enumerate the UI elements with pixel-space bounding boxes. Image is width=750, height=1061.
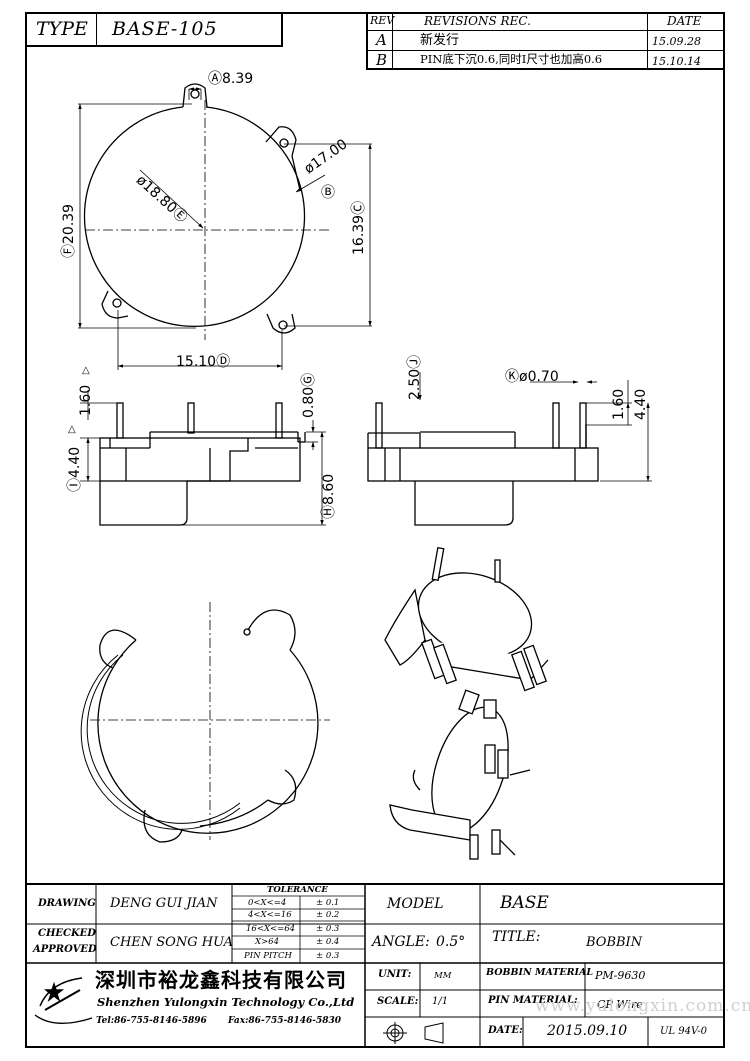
company-logo	[34, 977, 93, 1024]
model-label: MODEL	[387, 896, 444, 912]
tol-value-3: ± 0.4	[316, 937, 340, 947]
rev-a-date: 15.09.28	[652, 35, 701, 48]
bobbin-material-value: PM-9630	[595, 969, 646, 982]
tolerance-title: TOLERANCE	[267, 885, 328, 895]
rev-a-desc: 新发行	[420, 33, 460, 48]
dim-f-label: Ⓕ20.39	[61, 203, 77, 258]
dim-a-label: Ⓐ8.39	[208, 71, 254, 87]
dim-j-label: 2.50Ⓙ	[407, 354, 423, 400]
type-value: BASE-105	[112, 18, 218, 40]
company-tel: Tel:86-755-8146-5896	[96, 1016, 207, 1026]
front-view-right	[367, 402, 599, 526]
checked-name: CHEN SONG HUA	[110, 935, 234, 950]
tol-range-0: 0<X<=4	[248, 898, 287, 908]
bottom-view-centerlines	[90, 602, 330, 840]
dim-k-label: Ⓚø0.70	[505, 369, 559, 385]
projection-symbol	[383, 1022, 444, 1044]
front-view-left-dims	[80, 390, 326, 526]
dim-h-label: Ⓗ8.60	[321, 473, 337, 519]
rev-b-letter: B	[376, 51, 388, 69]
tol-value-1: ± 0.2	[316, 910, 340, 920]
tol-range-4: PIN PITCH	[244, 951, 292, 961]
title-label: TITLE:	[492, 929, 541, 945]
front-view-right-dims	[418, 372, 652, 482]
type-label: TYPE	[36, 18, 88, 40]
rev-b-date: 15.10.14	[652, 55, 701, 68]
dim-1-60-left-label: 1.60	[78, 384, 94, 416]
bobbin-material-label: BOBBIN MATERIAL	[486, 967, 594, 978]
checked-label: CHECKED	[38, 928, 96, 939]
company-name-en: Shenzhen Yulongxin Technology Co.,Ltd	[97, 995, 355, 1009]
title-block-lines	[25, 883, 725, 1048]
dim-d-label: 15.10Ⓓ	[176, 354, 231, 370]
tol-value-2: ± 0.3	[316, 924, 340, 934]
date-header: DATE	[667, 14, 702, 28]
tol-range-3: X>64	[255, 937, 279, 947]
revisions-header: REVISIONS REC.	[424, 14, 531, 28]
tol-range-1: 4<X<=16	[248, 910, 292, 920]
rev-header: REV	[370, 14, 395, 27]
top-view	[83, 83, 306, 334]
tol-value-4: ± 0.3	[316, 951, 340, 961]
company-name-cn: 深圳市裕龙鑫科技有限公司	[95, 968, 347, 992]
pin-material-value: CP Wire	[597, 998, 643, 1011]
approved-label: APPROVED	[33, 944, 97, 955]
bottom-view	[80, 609, 319, 843]
isometric-view-bottom	[389, 689, 531, 860]
angle-value: 0.5°	[436, 934, 466, 950]
tol-value-0: ± 0.1	[316, 898, 340, 908]
rev-a-letter: A	[376, 31, 387, 49]
model-value: BASE	[500, 893, 549, 913]
dim-c-label: 16.39Ⓒ	[351, 200, 367, 255]
top-view-centerlines	[85, 100, 330, 340]
pin-material-label: PIN MATERIAL:	[488, 995, 578, 1006]
dim-b-circle: Ⓑ	[321, 185, 335, 201]
tol-range-2: 16<X<=64	[246, 924, 296, 934]
watermark-text: www.yulongxin.com.cn	[535, 996, 750, 1016]
dim-g-label: 0.80Ⓖ	[301, 372, 317, 418]
scale-value: 1/1	[432, 996, 449, 1007]
isometric-view-top	[384, 546, 549, 692]
unit-label: UNIT:	[378, 969, 412, 980]
dim-1-60-right-label: 1.60	[611, 388, 627, 420]
angle-label: ANGLE:	[372, 934, 430, 950]
top-view-dimension-lines	[78, 87, 372, 370]
company-fax: Fax:86-755-8146-5830	[228, 1016, 342, 1026]
unit-value: MM	[434, 971, 452, 981]
drawing-frame	[25, 12, 725, 1048]
date-value: 2015.09.10	[547, 1023, 628, 1039]
rev-b-desc: PIN底下沉0.6,同时I尺寸也加高0.6	[420, 52, 603, 66]
front-view-left	[99, 402, 306, 526]
dim-4-40-right-label: 4.40	[633, 388, 649, 420]
drawing-label: DRAWING	[38, 898, 96, 909]
date-label: DATE:	[488, 1025, 523, 1036]
rev-b-marker-left-top: △	[82, 365, 90, 376]
rev-b-marker-left-bottom: △	[68, 424, 76, 435]
scale-label: SCALE:	[377, 996, 419, 1007]
dim-i-label: Ⓘ4.40	[67, 446, 83, 492]
title-value: BOBBIN	[586, 935, 643, 950]
drawing-name: DENG GUI JIAN	[110, 896, 218, 911]
ul-rating: UL 94V-0	[660, 1026, 708, 1037]
